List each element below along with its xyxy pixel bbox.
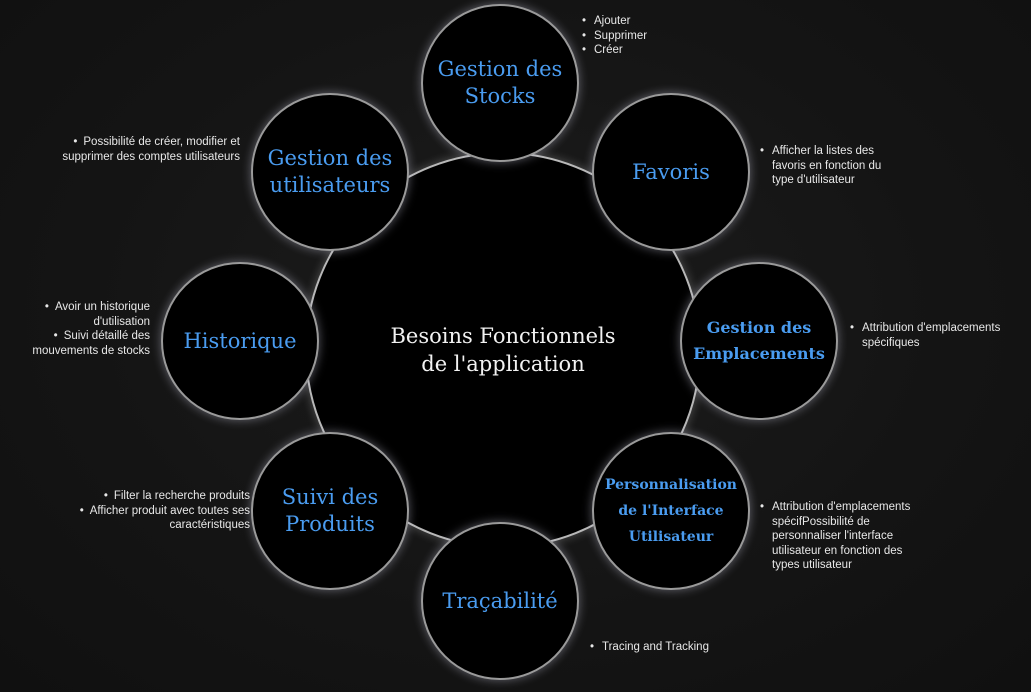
desc-item: Créer xyxy=(582,43,692,58)
desc-tracabilite: Tracing and Tracking xyxy=(590,640,730,655)
desc-item: Supprimer xyxy=(582,29,692,44)
node-gestion-utilisateurs[interactable]: Gestion des utilisateurs xyxy=(251,93,409,251)
desc-personnalisation-interface: Attribution d'emplacements spécifPossibi… xyxy=(760,500,920,573)
node-label: Traçabilité xyxy=(442,588,558,613)
desc-item: Ajouter xyxy=(582,14,692,29)
node-label: Historique xyxy=(183,328,297,353)
desc-item: Possibilité de créer, modifier et suppri… xyxy=(55,135,240,164)
node-gestion-emplacements[interactable]: Gestion des Emplacements xyxy=(680,262,838,420)
node-label: Personnalisation de l'Interface Utilisat… xyxy=(605,477,737,545)
desc-item: Afficher la listes des favoris en foncti… xyxy=(760,144,895,188)
node-label: Gestion des utilisateurs xyxy=(267,146,393,197)
desc-gestion-emplacements: Attribution d'emplacements spécifiques xyxy=(850,321,1020,350)
node-label: Favoris xyxy=(632,159,710,184)
desc-item: Suivi détaillé des mouvements de stocks xyxy=(28,329,150,358)
node-label: Suivi des Produits xyxy=(281,485,379,536)
node-label: Gestion des Emplacements xyxy=(693,318,825,363)
node-tracabilite[interactable]: Traçabilité xyxy=(421,522,579,680)
desc-historique: Avoir un historique d'utilisation Suivi … xyxy=(28,300,150,358)
desc-gestion-utilisateurs: Possibilité de créer, modifier et suppri… xyxy=(55,135,240,164)
desc-item: Attribution d'emplacements spécifiques xyxy=(850,321,1020,350)
center-title: Besoins Fonctionnels de l'application xyxy=(390,324,616,376)
node-historique[interactable]: Historique xyxy=(161,262,319,420)
node-favoris[interactable]: Favoris xyxy=(592,93,750,251)
desc-item: Afficher produit avec toutes ses caracté… xyxy=(72,504,250,533)
node-gestion-stocks[interactable]: Gestion des Stocks xyxy=(421,4,579,162)
desc-item: Avoir un historique d'utilisation xyxy=(28,300,150,329)
desc-gestion-stocks: Ajouter Supprimer Créer xyxy=(582,14,692,58)
desc-favoris: Afficher la listes des favoris en foncti… xyxy=(760,144,895,188)
desc-item: Tracing and Tracking xyxy=(590,640,730,655)
node-personnalisation-interface[interactable]: Personnalisation de l'Interface Utilisat… xyxy=(592,432,750,590)
desc-item: Filter la recherche produits xyxy=(72,489,250,504)
desc-suivi-produits: Filter la recherche produits Afficher pr… xyxy=(72,489,250,533)
node-label: Gestion des Stocks xyxy=(437,57,563,108)
desc-item: Attribution d'emplacements spécifPossibi… xyxy=(760,500,920,573)
node-suivi-produits[interactable]: Suivi des Produits xyxy=(251,432,409,590)
